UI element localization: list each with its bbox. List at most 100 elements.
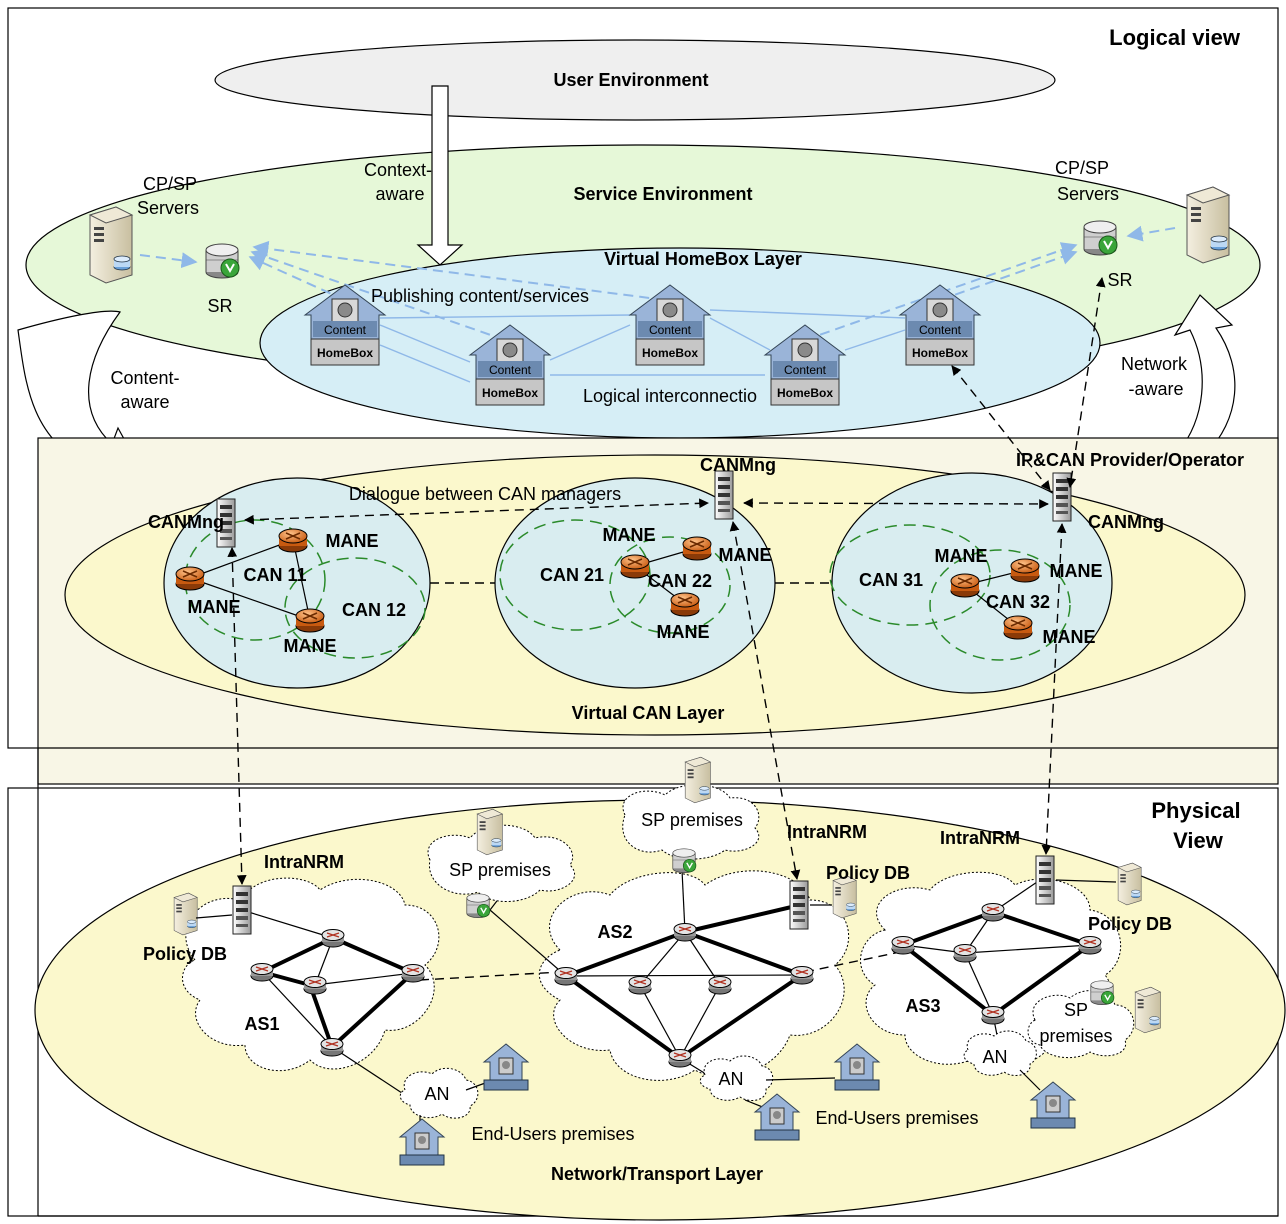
context-aware-arrow <box>416 85 464 266</box>
mane-router-icon <box>175 566 205 591</box>
canmng-intranrm-link-2 <box>729 521 801 880</box>
end-users-label-1: End-Users premises <box>471 1124 634 1144</box>
router-icon <box>554 966 578 986</box>
sp-premises-cloud-3 <box>1027 990 1135 1059</box>
service-environment-label: Service Environment <box>573 184 752 204</box>
can22-label: CAN 22 <box>648 571 712 591</box>
intranrm-label-3: IntraNRM <box>940 828 1020 848</box>
intranrm-label-1: IntraNRM <box>264 852 344 872</box>
cpsp-servers-right-label-2: Servers <box>1057 184 1119 204</box>
intranrm-server-icon <box>1035 855 1055 905</box>
policy-db-icon <box>173 892 198 936</box>
sp-server-icon-3 <box>1134 986 1161 1034</box>
as2-links <box>489 849 804 1096</box>
publish-link-5 <box>939 249 1078 301</box>
router-icon <box>303 975 327 995</box>
homebox-label: HomeBox <box>482 386 538 400</box>
context-aware-label-2: aware <box>375 184 424 204</box>
logical-interconnection-label: Logical interconnectio <box>583 386 757 406</box>
router-icon <box>673 922 697 942</box>
intranrm-server-icon <box>789 880 809 930</box>
mane-label: MANE <box>284 636 337 656</box>
publish-link-2 <box>250 249 506 341</box>
homebox-to-canmng-link <box>951 365 1051 491</box>
mane-label: MANE <box>1043 627 1096 647</box>
cpsp-servers-left-label-1: CP/SP <box>143 174 197 194</box>
cpsp-server-left-icon <box>89 206 133 284</box>
network-transport-layer-label: Network/Transport Layer <box>551 1164 763 1184</box>
canmng-server-icon <box>1052 472 1072 522</box>
mane-label: MANE <box>188 597 241 617</box>
sp-db-icon-1 <box>466 893 491 919</box>
cpsp-servers-right-label-1: CP/SP <box>1055 158 1109 178</box>
policy-db-label-2: Policy DB <box>826 863 910 883</box>
server-to-sr-right-link <box>1126 225 1176 242</box>
physical-view-title-2: View <box>1173 828 1224 853</box>
as2-label: AS2 <box>597 922 632 942</box>
homebox-label: HomeBox <box>777 386 833 400</box>
homebox-content-label: Content <box>324 323 367 337</box>
sr-to-canmng-link <box>1066 277 1106 488</box>
content-aware-arrow <box>17 310 141 481</box>
sr-left-icon <box>205 243 240 279</box>
as1-label: AS1 <box>244 1014 279 1034</box>
sr-right-icon <box>1083 220 1118 256</box>
as3-label: AS3 <box>905 996 940 1016</box>
publishing-label: Publishing content/services <box>371 286 589 306</box>
sp-premises-label-1: SP premises <box>449 860 551 880</box>
mane-router-icon <box>295 608 325 633</box>
virtual-homebox-layer-label: Virtual HomeBox Layer <box>604 249 802 269</box>
virtual-can-layer-label: Virtual CAN Layer <box>572 703 725 723</box>
user-environment-ellipse <box>214 39 1056 121</box>
an-label-3: AN <box>982 1047 1007 1067</box>
router-icon <box>790 965 814 985</box>
an-label-1: AN <box>424 1084 449 1104</box>
sp-server-icon-2 <box>684 756 711 804</box>
homebox-label: HomeBox <box>317 346 373 360</box>
router-icon <box>321 928 345 948</box>
policy-link <box>1055 879 1117 883</box>
canmng-intranrm-link-1 <box>227 547 247 885</box>
mane-router-icon <box>1003 615 1033 640</box>
mane-router-icon <box>682 536 712 561</box>
intranrm-label-2: IntraNRM <box>787 822 867 842</box>
mane-label: MANE <box>719 545 772 565</box>
logical-view-title: Logical view <box>1109 25 1241 50</box>
can11-label: CAN 11 <box>243 565 306 585</box>
canmng-label-center: CANMng <box>700 455 776 475</box>
canmng-label-right: CANMng <box>1088 512 1164 532</box>
mane-router-icon <box>670 592 700 617</box>
policy-db-label-1: Policy DB <box>143 944 227 964</box>
sp-server-icon-1 <box>476 808 503 856</box>
can21-label: CAN 21 <box>540 565 604 585</box>
publish-link-3 <box>252 240 666 301</box>
router-icon <box>320 1037 344 1057</box>
an-cloud-1 <box>399 1067 479 1119</box>
mane-router-icon <box>278 528 308 553</box>
sp-db-icon-2 <box>672 848 697 874</box>
router-icon <box>1078 935 1102 955</box>
network-aware-label-2: -aware <box>1128 379 1183 399</box>
mane-router-icon <box>620 554 650 579</box>
mane-label: MANE <box>935 546 988 566</box>
router-icon <box>953 943 977 963</box>
router-icon <box>981 1005 1005 1025</box>
context-aware-label-1: Context- <box>364 160 432 180</box>
mane-label: MANE <box>1050 561 1103 581</box>
router-icon <box>628 975 652 995</box>
router-icon <box>401 963 425 983</box>
content-aware-label-2: aware <box>120 392 169 412</box>
end-users-label-2: End-Users premises <box>815 1108 978 1128</box>
mane-router-icon <box>950 573 980 598</box>
router-icon <box>891 935 915 955</box>
homebox-content-label: Content <box>649 323 692 337</box>
homebox-label: HomeBox <box>912 346 968 360</box>
homebox-content-label: Content <box>489 363 532 377</box>
router-icon <box>668 1048 692 1068</box>
sp-premises-cloud-1 <box>427 824 576 902</box>
router-icon <box>981 902 1005 922</box>
sr-right-label: SR <box>1107 270 1132 290</box>
as2-as3-link <box>804 951 901 973</box>
